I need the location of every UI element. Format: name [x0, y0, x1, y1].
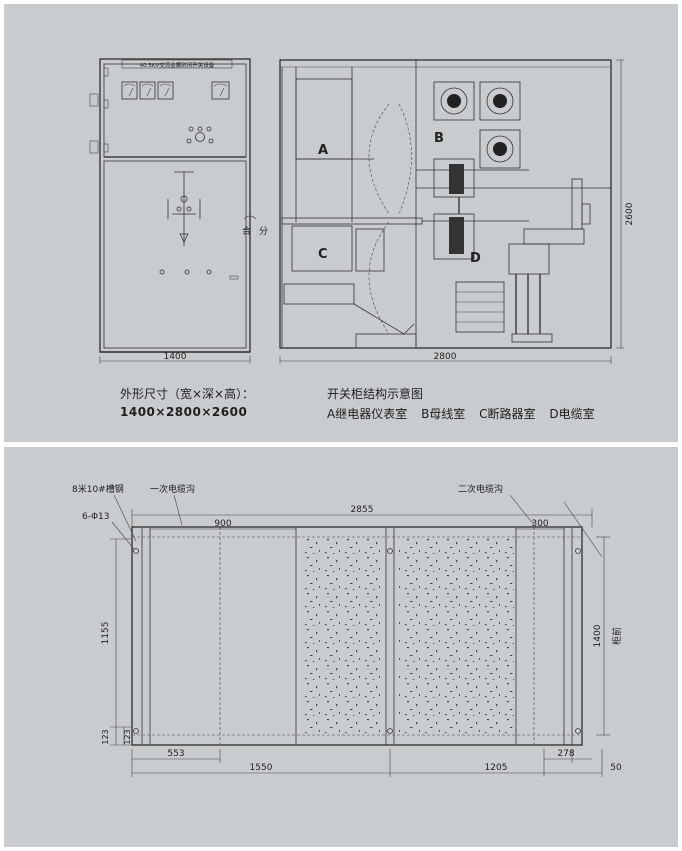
- dim-left-1155: 1155: [101, 622, 111, 645]
- legend-item-c: C断路器室: [479, 407, 536, 421]
- side-view: A C: [279, 59, 635, 364]
- dim-553: 553: [167, 749, 184, 759]
- cabinet-plate-text: 40.5KV交流金属封闭开关设备: [140, 61, 215, 69]
- legend-item-d: D电缆室: [549, 407, 595, 421]
- height-dimension: 2600: [625, 202, 635, 225]
- compartment-b-label: B: [434, 131, 444, 146]
- compartment-legend: A继电器仪表室 B母线室 C断路器室 D电缆室: [327, 405, 595, 422]
- front-width-dimension: 1400: [164, 352, 187, 362]
- secondary-trench-label: 二次电缆沟: [458, 483, 503, 495]
- legend-item-b: B母线室: [421, 407, 466, 421]
- depth-dimension: 2800: [434, 352, 457, 362]
- switch-open-label: 分: [259, 226, 268, 237]
- size-caption-label: 外形尺寸（宽×深×高）：: [120, 387, 255, 401]
- dim-1400: 1400: [593, 624, 603, 647]
- compartment-a-label: A: [318, 143, 328, 158]
- compartment-c-label: C: [318, 247, 328, 262]
- dim-1550: 1550: [250, 763, 273, 773]
- dim-1205: 1205: [485, 763, 508, 773]
- dim-left-123-b: 123: [123, 729, 132, 744]
- size-caption-value: 1400×2800×2600: [120, 405, 248, 419]
- cabinet-drawings: 40.5KV交流金属封闭开关设备: [89, 58, 635, 364]
- front-label: 柜前: [611, 627, 623, 645]
- front-view: 40.5KV交流金属封闭开关设备: [89, 58, 268, 364]
- channel-steel-label: 8米10#槽钢: [72, 483, 124, 495]
- dim-50: 50: [610, 763, 622, 773]
- primary-trench-label: 一次电缆沟: [150, 483, 195, 495]
- cabinet-drawing-panel: 40.5KV交流金属封闭开关设备: [4, 4, 678, 442]
- structure-caption-title: 开关柜结构示意图: [327, 387, 424, 401]
- bolt-hole-label: 6-Φ13: [82, 512, 110, 522]
- legend-item-a: A继电器仪表室: [327, 407, 408, 421]
- dim-primary-trench: 900: [214, 519, 231, 529]
- switch-close-label: 合: [242, 225, 251, 237]
- foundation-plan: 8米10#槽钢 6-Φ13 一次电缆沟 二次电缆沟 2855 900 300: [72, 483, 623, 777]
- dim-total: 2855: [351, 505, 374, 515]
- gravel-fill-right: [398, 539, 514, 733]
- dim-left-123-a: 123: [101, 729, 110, 744]
- compartment-d-label: D: [470, 251, 481, 266]
- gravel-fill-left: [300, 539, 384, 733]
- dim-278: 278: [557, 749, 574, 759]
- dim-secondary-trench: 300: [531, 519, 548, 529]
- foundation-plan-panel: 8米10#槽钢 6-Φ13 一次电缆沟 二次电缆沟 2855 900 300: [4, 447, 678, 847]
